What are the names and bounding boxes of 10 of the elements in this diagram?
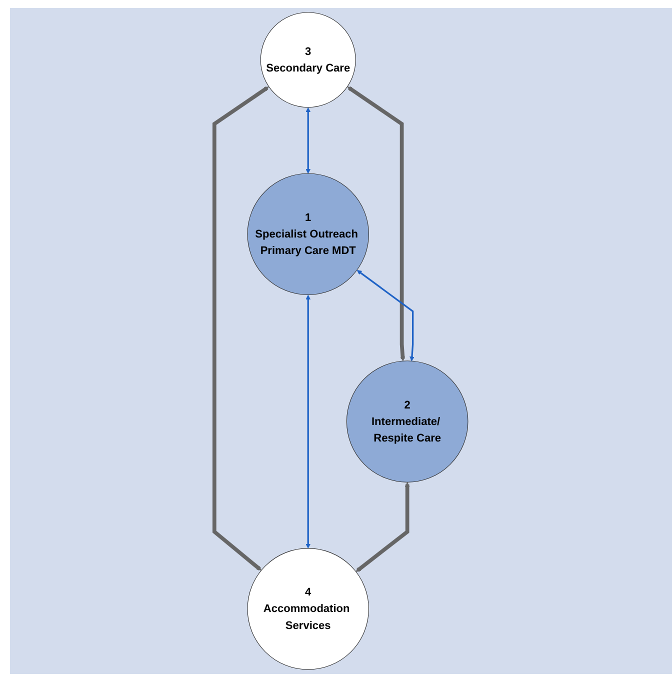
arrow [212, 86, 269, 571]
node-circle: 1 Specialist Outreach Primary Care MDT [247, 173, 369, 296]
node-circle: 3 Secondary Care [260, 12, 356, 108]
node-circle: 4 Accommodation Services [247, 548, 369, 670]
node-circle: 2 Intermediate/ Respite Care [346, 360, 468, 482]
arrow [356, 270, 414, 362]
arrow [356, 482, 410, 572]
arrow [306, 294, 310, 549]
arrow [306, 107, 310, 174]
arrow [347, 86, 405, 362]
